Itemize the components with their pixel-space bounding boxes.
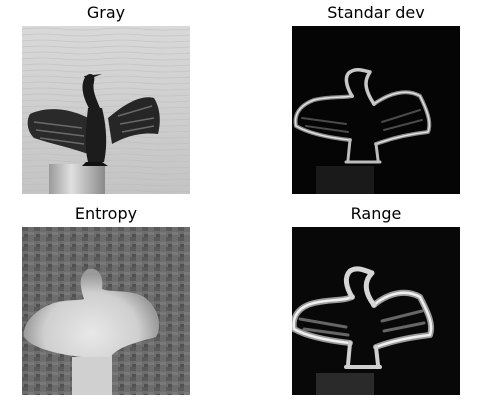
panel-title-entropy: Entropy (74, 204, 138, 223)
entropy-bird-picture (22, 227, 190, 395)
gray-bird-picture (22, 26, 190, 194)
panel-title-gray: Gray (86, 3, 126, 22)
range-image (292, 227, 460, 395)
std-bird-picture (292, 26, 460, 194)
panel-title-std: Standar dev (327, 3, 425, 22)
range-bird-picture (292, 227, 460, 395)
gray-image (22, 26, 190, 194)
entropy-image (22, 227, 190, 395)
std-image (292, 26, 460, 194)
panel-title-range: Range (350, 204, 402, 223)
